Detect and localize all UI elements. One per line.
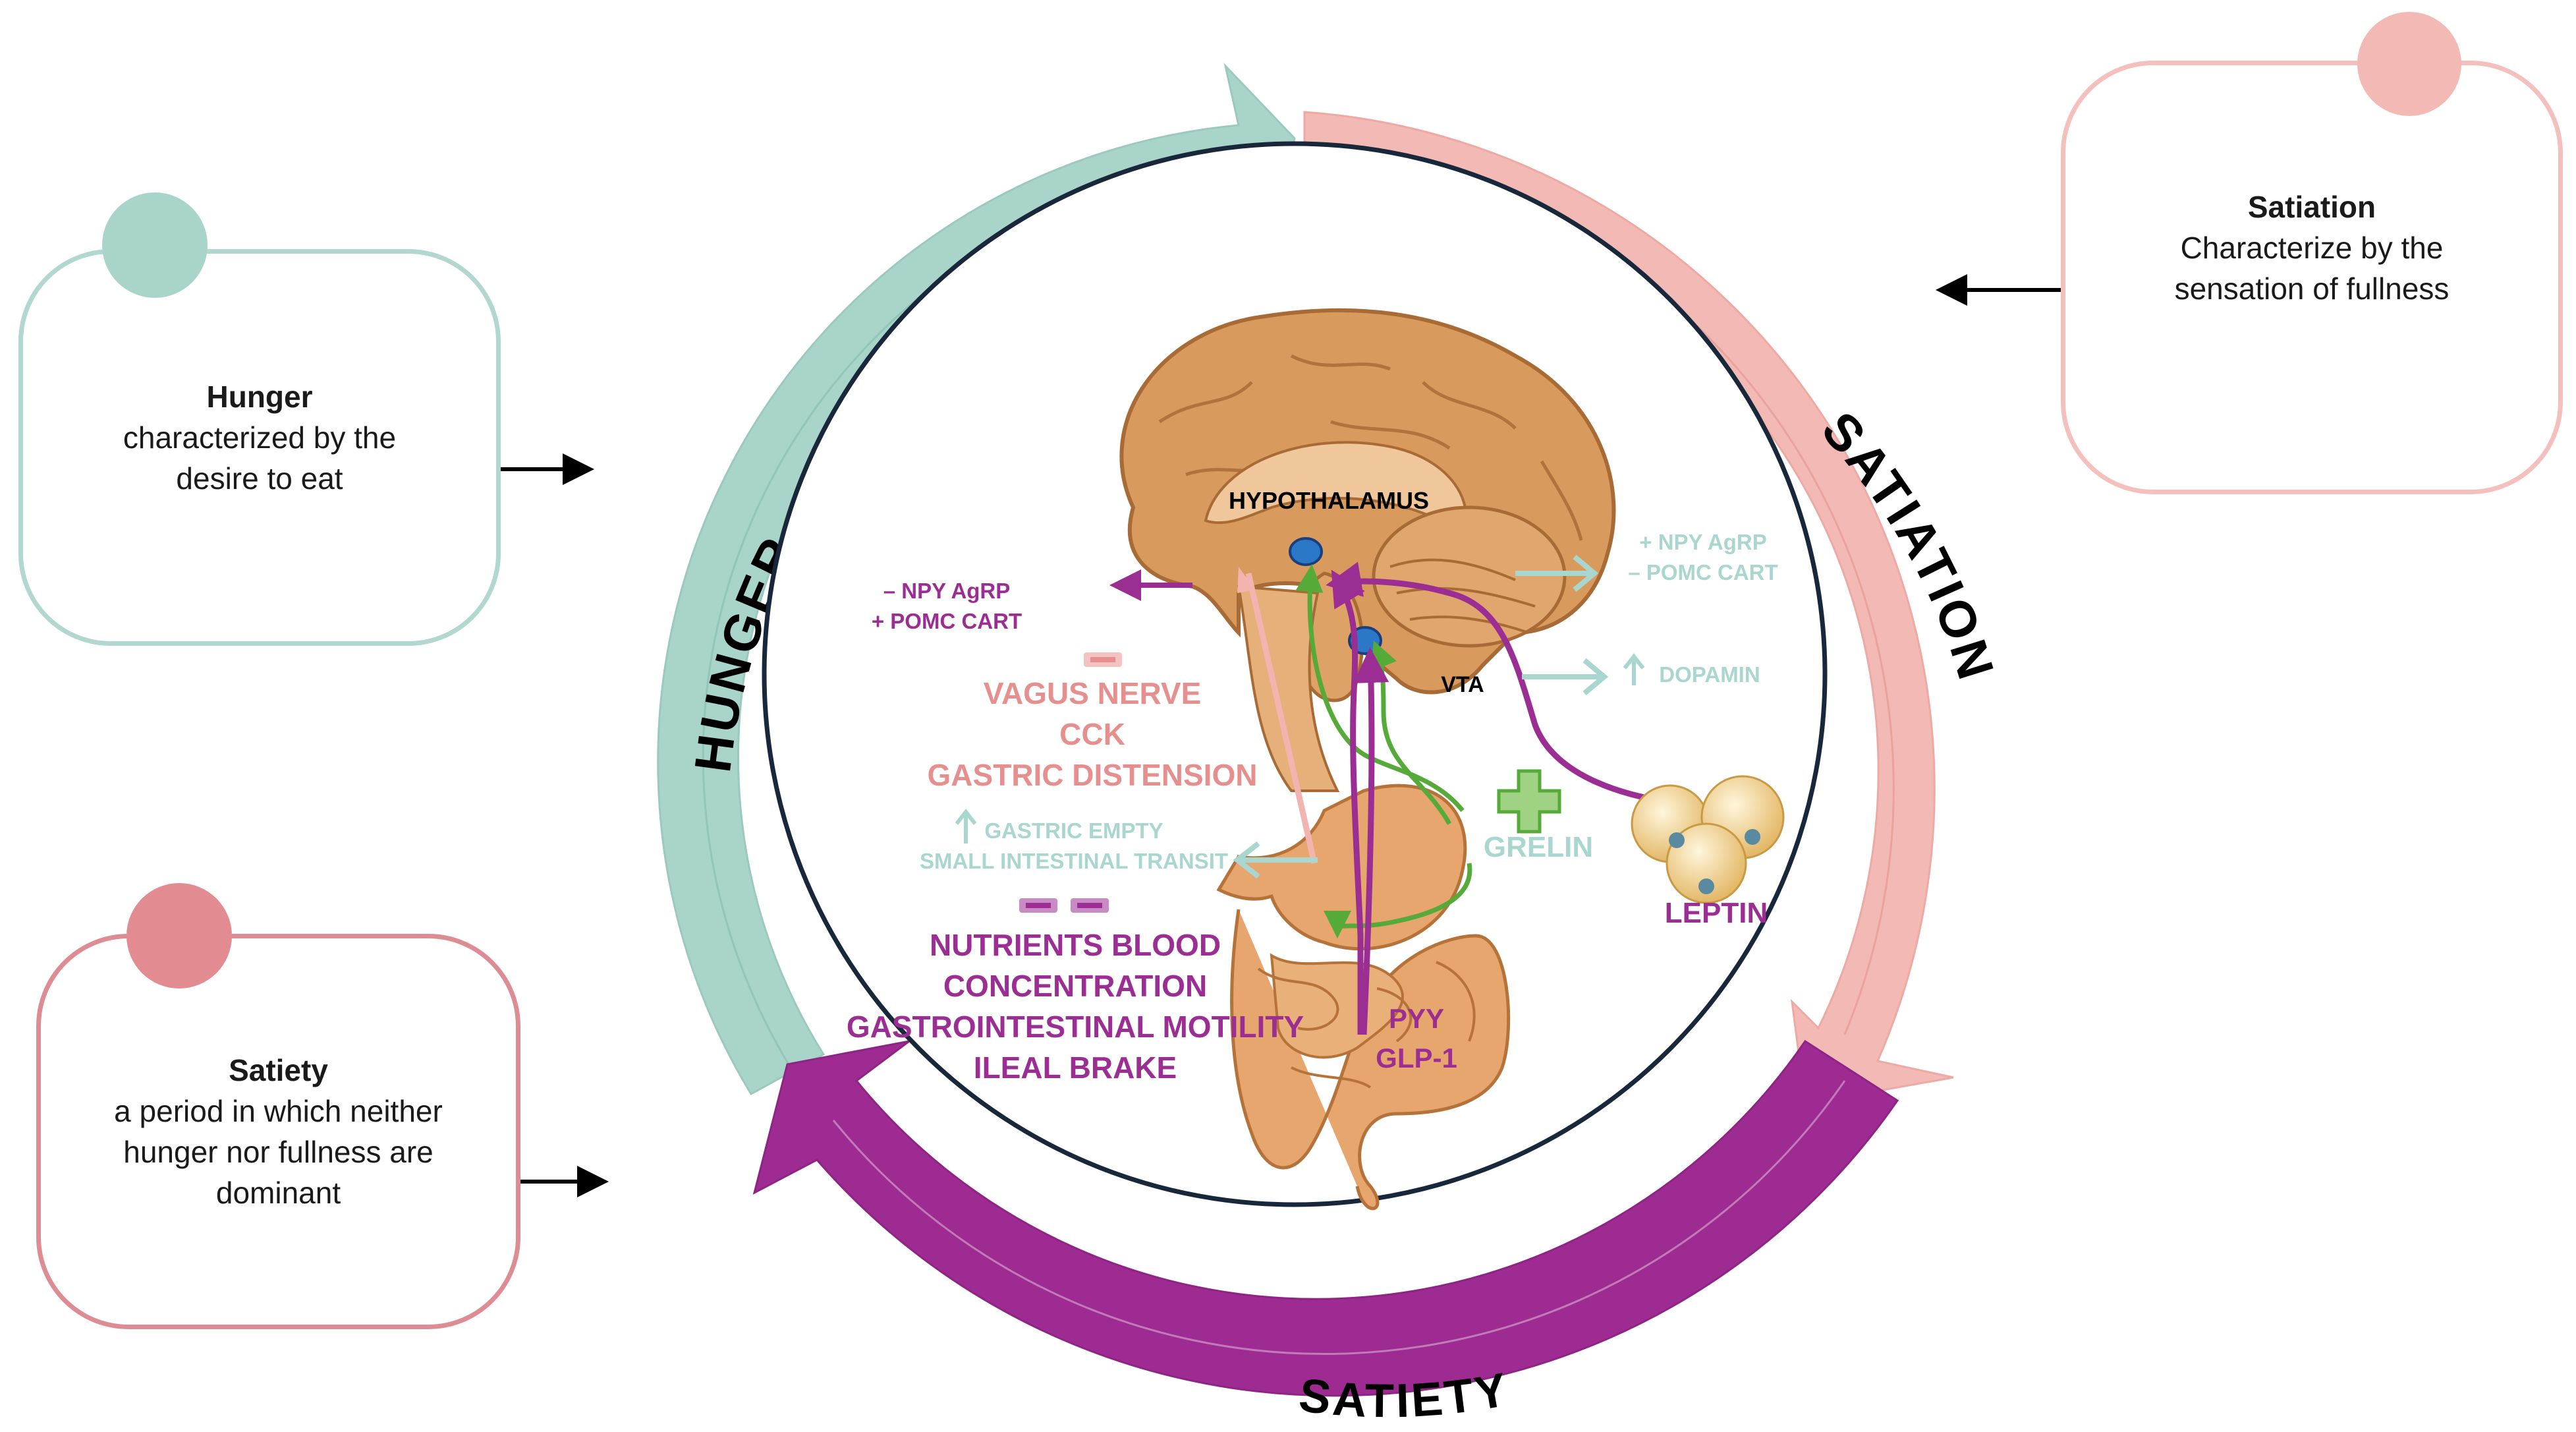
hunger-box: Hunger characterized by the desire to ea… <box>18 249 501 646</box>
grelin-label: GRELIN <box>1484 831 1593 863</box>
satiation-dot <box>2357 12 2461 116</box>
pyy-label: PYY <box>1389 1003 1444 1034</box>
hunger-box-title: Hunger <box>206 380 313 414</box>
glp1-label: GLP-1 <box>1376 1043 1457 1074</box>
right-npy-label: + NPY AgRP <box>1639 530 1766 554</box>
cck-label: CCK <box>1059 717 1125 751</box>
hunger-dot <box>102 192 208 298</box>
brain-illustration <box>1119 308 1616 792</box>
vagus-pathway <box>1245 573 1318 864</box>
dopamin-up-arrow-icon <box>1623 653 1645 685</box>
satiation-box-title: Satiation <box>2247 190 2376 224</box>
gastric-distension-label: GASTRIC DISTENSION <box>928 758 1258 792</box>
satiety-box-title: Satiety <box>229 1053 328 1087</box>
hypothalamus-marker <box>1289 537 1323 566</box>
gastric-empty-label: GASTRIC EMPTY <box>984 818 1163 843</box>
gut-illustration <box>1216 784 1511 1211</box>
ghrelin-plus-icon <box>1497 769 1561 834</box>
satiety-arc <box>752 1039 1899 1397</box>
nutrients-blood-label: NUTRIENTS BLOOD <box>930 928 1221 962</box>
ileal-brake-label: ILEAL BRAKE <box>974 1050 1177 1085</box>
leptin-label: LEPTIN <box>1665 897 1768 929</box>
gastric-up-arrow-icon <box>955 809 977 844</box>
small-intestinal-transit-label: SMALL INTESTINAL TRANSIT <box>920 849 1228 873</box>
satiation-box: Satiation Characterize by the sensation … <box>2061 61 2563 494</box>
hypothalamus-label: HYPOTHALAMUS <box>1229 487 1429 514</box>
vagus-nerve-label: VAGUS NERVE <box>984 676 1202 710</box>
hunger-box-description: characterized by the desire to eat <box>123 420 397 496</box>
right-pomc-label: – POMC CART <box>1628 560 1778 585</box>
vta-label: VTA <box>1441 672 1484 697</box>
left-npy-label: – NPY AgRP <box>883 579 1011 603</box>
satiety-dot <box>126 883 232 988</box>
concentration-label: CONCENTRATION <box>943 969 1207 1003</box>
fat-cells-illustration <box>1631 775 1785 904</box>
gi-motility-label: GASTROINTESTINAL MOTILITY <box>847 1010 1304 1044</box>
dopamin-label: DOPAMIN <box>1659 662 1760 687</box>
purple-pathways <box>1326 561 1684 1035</box>
satiety-box: Satiety a period in which neither hunger… <box>36 934 520 1329</box>
satiety-box-description: a period in which neither hunger nor ful… <box>114 1094 443 1210</box>
satiation-box-description: Characterize by the sensation of fullnes… <box>2174 231 2450 306</box>
left-pomc-label: + POMC CART <box>872 609 1022 633</box>
